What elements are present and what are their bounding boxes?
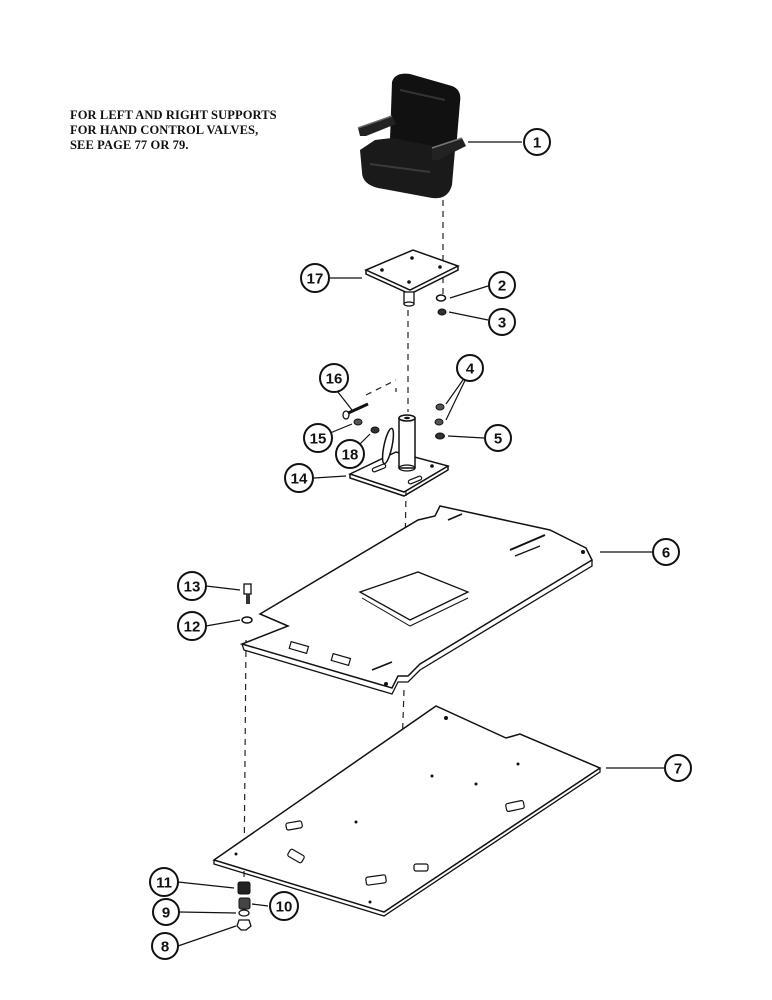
callout-8-label: 8 (161, 939, 169, 956)
callout-8: 8 (151, 932, 179, 960)
callout-18-label: 18 (342, 447, 359, 464)
callout-9: 9 (152, 898, 180, 926)
washer-12 (241, 616, 253, 624)
note-line-3: SEE PAGE 77 OR 79. (70, 138, 189, 152)
callout-18: 18 (335, 439, 365, 469)
callout-1: 1 (523, 128, 551, 156)
callout-15-label: 15 (310, 431, 327, 448)
leader-lines (177, 141, 664, 947)
isolator-11 (237, 881, 251, 895)
washer-9 (238, 909, 250, 917)
bolt-16 (342, 402, 369, 420)
callout-7: 7 (664, 754, 692, 782)
floor-plate (212, 705, 602, 917)
callout-10: 10 (269, 891, 299, 921)
callout-4-label: 4 (466, 361, 475, 378)
callout-5: 5 (484, 424, 512, 452)
callout-10-label: 10 (276, 899, 293, 916)
seat-mounting-plate (239, 505, 593, 695)
washer-15 (353, 418, 363, 426)
nut-8 (236, 919, 252, 931)
callout-17-label: 17 (307, 271, 324, 288)
seat (357, 73, 466, 199)
callout-13-label: 13 (184, 579, 201, 596)
callout-3-label: 3 (498, 315, 506, 332)
callout-11: 11 (149, 867, 179, 897)
callout-2-label: 2 (498, 278, 506, 295)
callout-16-label: 16 (326, 371, 343, 388)
bolt-13 (243, 583, 252, 604)
callout-15: 15 (303, 423, 333, 453)
note-line-1: FOR LEFT AND RIGHT SUPPORTS (70, 108, 277, 122)
nut-3 (437, 308, 447, 316)
callout-14-label: 14 (291, 471, 308, 488)
callout-1-label: 1 (533, 135, 541, 152)
reference-note: FOR LEFT AND RIGHT SUPPORTS FOR HAND CON… (70, 108, 330, 153)
note-line-2: FOR HAND CONTROL VALVES, (70, 123, 259, 137)
callout-6: 6 (652, 538, 680, 566)
washer-2 (435, 294, 447, 302)
callout-7-label: 7 (674, 761, 682, 778)
spacer-10 (238, 897, 251, 910)
callout-5-label: 5 (494, 431, 502, 448)
washers-4 (434, 403, 445, 426)
adapter-plate (364, 249, 460, 307)
callout-17: 17 (300, 263, 330, 293)
callout-6-label: 6 (662, 545, 670, 562)
callout-14: 14 (284, 463, 314, 493)
callout-9-label: 9 (162, 905, 170, 922)
callout-4: 4 (456, 354, 484, 382)
callout-16: 16 (319, 363, 349, 393)
nut-18 (370, 426, 380, 434)
nut-5 (435, 432, 445, 440)
callout-12: 12 (177, 611, 207, 641)
callout-11-label: 11 (156, 875, 172, 892)
swivel-base (348, 414, 450, 497)
callout-2: 2 (488, 271, 516, 299)
callout-3: 3 (488, 308, 516, 336)
callout-12-label: 12 (184, 619, 201, 636)
callout-13: 13 (177, 571, 207, 601)
